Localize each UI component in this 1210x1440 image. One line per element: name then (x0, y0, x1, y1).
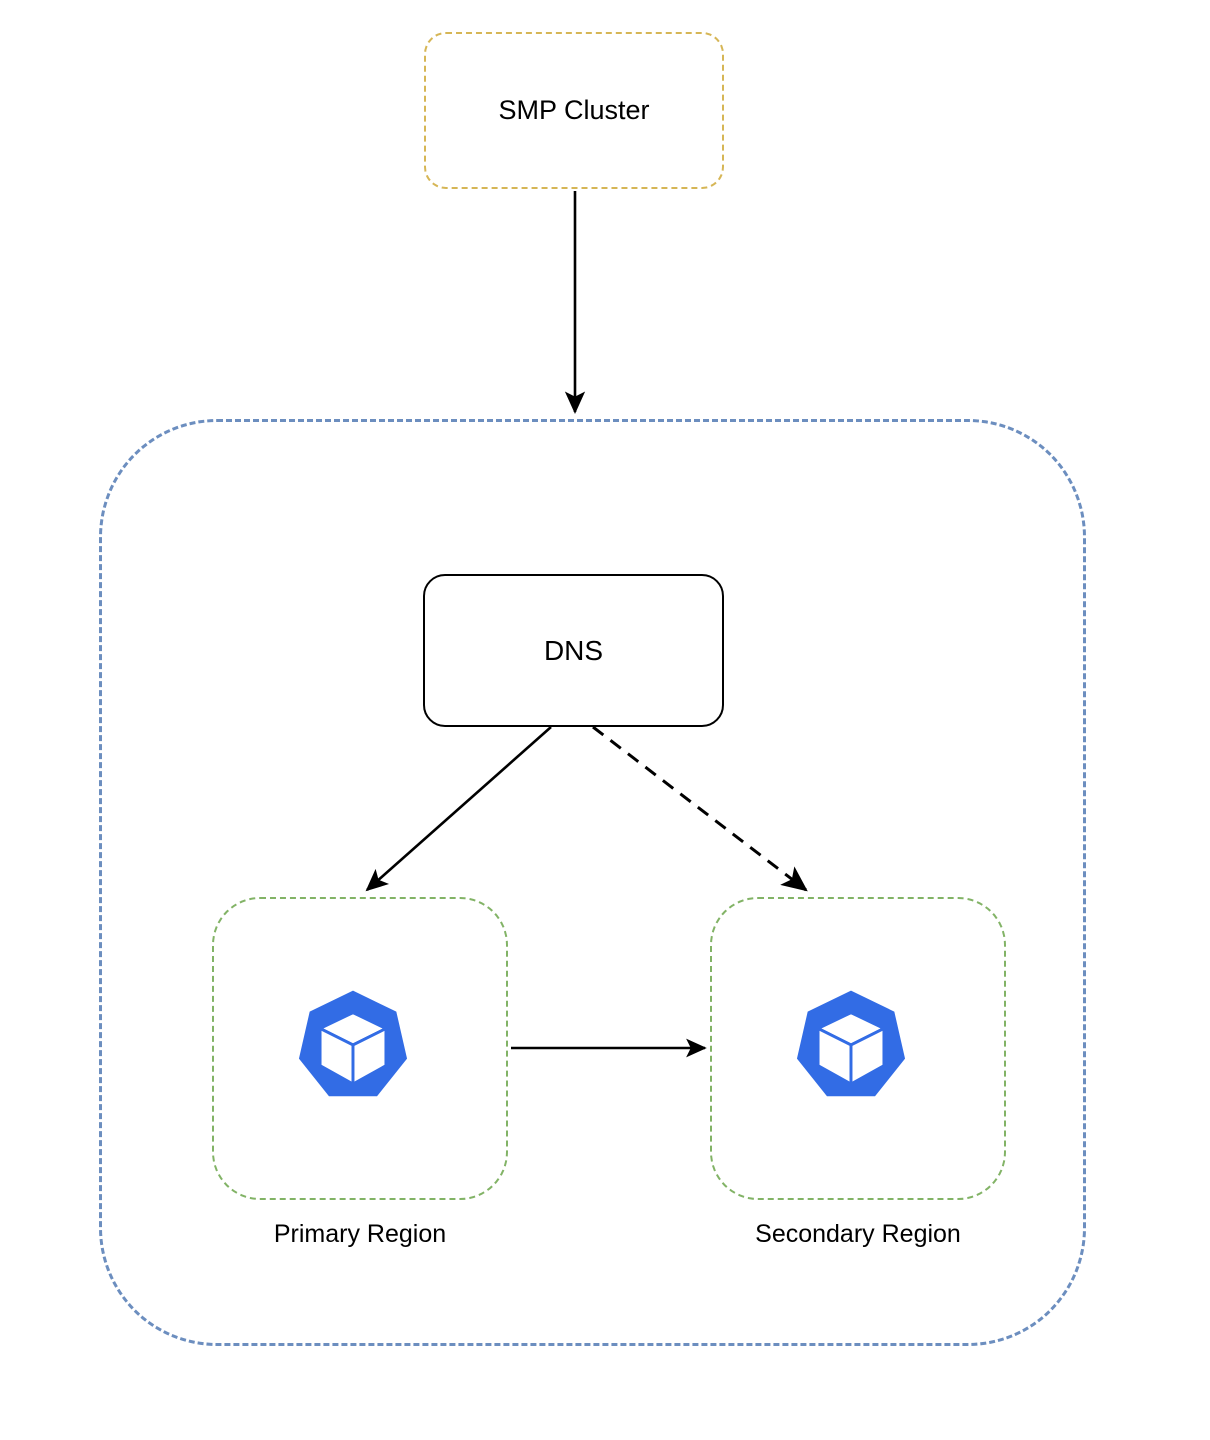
dns-node[interactable]: DNS (423, 574, 724, 727)
dns-label: DNS (543, 634, 604, 666)
primary-region-zone[interactable] (212, 897, 508, 1200)
secondary-region-zone[interactable] (710, 897, 1006, 1200)
outer-zone-container[interactable] (99, 419, 1086, 1346)
primary-region-label: Primary Region (273, 1220, 447, 1248)
smp-cluster-label: SMP Cluster (498, 95, 650, 126)
kubernetes-icon (796, 990, 906, 1097)
smp-cluster-node[interactable]: SMP Cluster (424, 32, 724, 189)
kubernetes-icon (298, 990, 408, 1097)
secondary-region-label: Secondary Region (755, 1220, 961, 1248)
